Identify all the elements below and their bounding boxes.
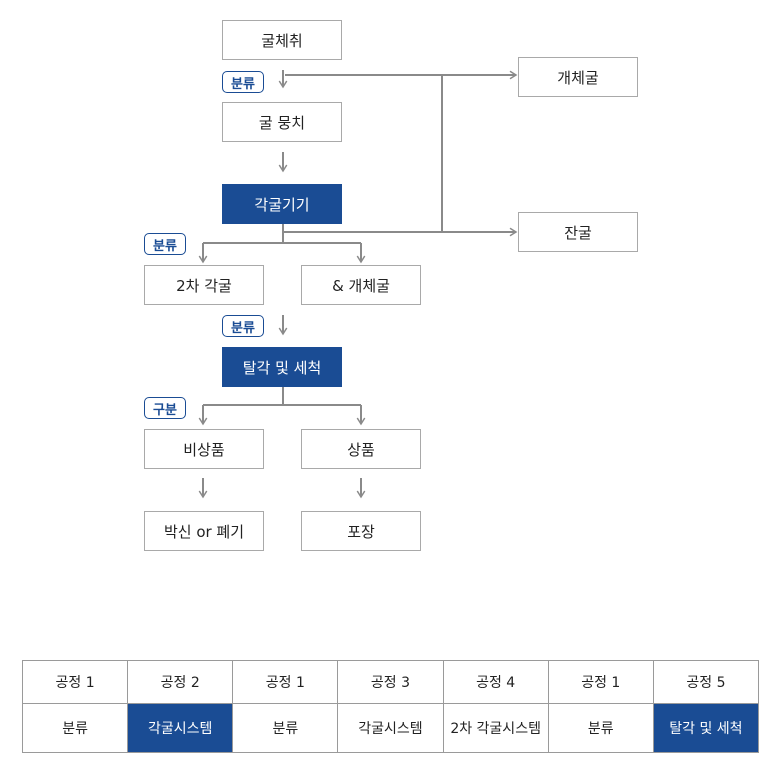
process-body-cell-highlighted: 각굴시스템 [127, 703, 234, 753]
process-body-cell: 분류 [21, 703, 129, 753]
process-header-cell: 공정 1 [21, 660, 129, 704]
process-header-cell: 공정 3 [337, 660, 444, 704]
process-table-header-row: 공정 1 공정 2 공정 1 공정 3 공정 4 공정 1 공정 5 [21, 660, 760, 704]
process-table-body-row: 분류 각굴시스템 분류 각굴시스템 2차 각굴시스템 분류 탈각 및 세척 [21, 703, 760, 753]
box-product: 상품 [301, 429, 421, 469]
tag-classify-3: 분류 [222, 315, 264, 337]
box-shucking-washing: 탈각 및 세척 [222, 347, 342, 387]
box-oyster-cluster: 굴 뭉치 [222, 102, 342, 142]
process-header-cell: 공정 5 [652, 660, 760, 704]
process-body-cell: 2차 각굴시스템 [442, 703, 549, 753]
process-header-cell: 공정 4 [442, 660, 549, 704]
box-second-shelling: 2차 각굴 [144, 265, 264, 305]
process-body-cell: 분류 [547, 703, 654, 753]
tag-distinguish: 구분 [144, 397, 186, 419]
tag-classify-1: 분류 [222, 71, 264, 93]
box-oyster-collection: 굴체취 [222, 20, 342, 60]
box-packing: 포장 [301, 511, 421, 551]
process-header-cell: 공정 1 [232, 660, 339, 704]
process-header-cell: 공정 2 [127, 660, 234, 704]
process-body-cell-highlighted: 탈각 및 세척 [652, 703, 760, 753]
tag-classify-2: 분류 [144, 233, 186, 255]
process-body-cell: 각굴시스템 [337, 703, 444, 753]
box-non-product: 비상품 [144, 429, 264, 469]
box-shucked-or-discard: 박신 or 폐기 [144, 511, 264, 551]
process-table: 공정 1 공정 2 공정 1 공정 3 공정 4 공정 1 공정 5 분류 각굴… [21, 660, 760, 753]
process-body-cell: 분류 [232, 703, 339, 753]
box-shelling-machine: 각굴기기 [222, 184, 342, 224]
box-small-oyster: 잔굴 [518, 212, 638, 252]
box-individual-oyster: 개체굴 [518, 57, 638, 97]
process-header-cell: 공정 1 [547, 660, 654, 704]
box-and-individual-oyster: & 개체굴 [301, 265, 421, 305]
